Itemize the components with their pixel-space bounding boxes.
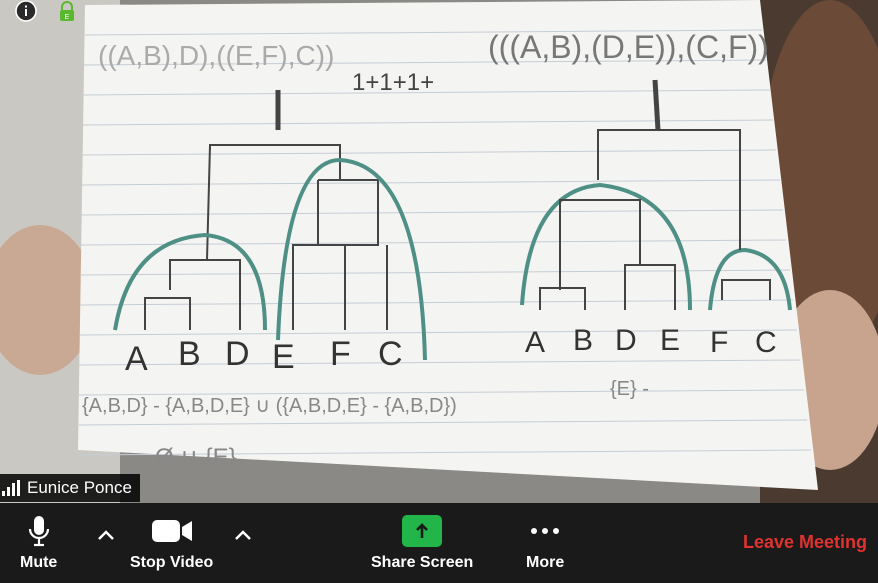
leave-meeting-button[interactable]: Leave Meeting (742, 532, 867, 552)
more-button[interactable]: More (526, 514, 564, 572)
signal-strength-icon (2, 480, 20, 496)
microphone-icon (28, 516, 49, 547)
score-tally: 1+1+1+ (352, 69, 434, 96)
video-options-chevron-up-icon[interactable] (232, 525, 254, 545)
share-screen-label: Share Screen (371, 554, 474, 571)
left-leaf: A (125, 340, 148, 378)
set-expression: {E} - (610, 378, 649, 400)
right-dendrogram (539, 79, 771, 310)
svg-text:E: E (65, 14, 70, 21)
left-leaf: C (378, 335, 403, 373)
paper-sheet (78, 0, 818, 490)
right-leaf: F (710, 326, 728, 359)
right-leaf: A (525, 326, 545, 359)
info-icon[interactable] (15, 0, 37, 22)
audio-options-chevron-up-icon[interactable] (95, 525, 117, 545)
top-right-expression: (((A,B),(D,E)),(C,F)) (488, 29, 769, 65)
video-scene: ((A,B),D),((E,F),C)) (((A,B),(D,E)),(C,F… (0, 0, 878, 503)
meeting-toolbar: Mute Stop Video Share Screen (0, 503, 878, 583)
left-dendrogram (144, 90, 388, 330)
left-leaf: F (330, 335, 351, 373)
top-left-expression: ((A,B),D),((E,F),C)) (98, 40, 334, 71)
mute-button[interactable]: Mute (20, 514, 57, 572)
right-leaf: C (755, 326, 777, 359)
video-camera-icon (151, 520, 192, 542)
left-leaf: D (225, 335, 250, 373)
stop-video-button[interactable]: Stop Video (130, 514, 213, 572)
more-dots-icon (531, 528, 560, 534)
left-leaf: E (272, 338, 295, 376)
left-hand (0, 225, 95, 375)
stop-video-label: Stop Video (130, 554, 214, 571)
participant-name: Eunice Ponce (27, 478, 132, 497)
encryption-lock-icon[interactable]: E (56, 0, 78, 22)
right-leaf: D (615, 324, 637, 357)
right-leaf: E (660, 324, 680, 357)
set-expression: {A,B,D} - {A,B,D,E} ∪ ({A,B,D,E} - {A,B,… (82, 395, 457, 417)
set-result: Ø ∪ {E} (155, 444, 237, 471)
share-screen-button[interactable]: Share Screen (371, 514, 473, 572)
left-leaf: B (178, 335, 201, 373)
right-leaf: B (573, 324, 593, 357)
share-screen-icon (402, 515, 443, 547)
video-feed: ((A,B),D),((E,F),C)) (((A,B),(D,E)),(C,F… (0, 0, 878, 503)
more-label: More (526, 554, 565, 571)
participant-name-tag: Eunice Ponce (0, 474, 140, 502)
mute-label: Mute (20, 554, 58, 571)
